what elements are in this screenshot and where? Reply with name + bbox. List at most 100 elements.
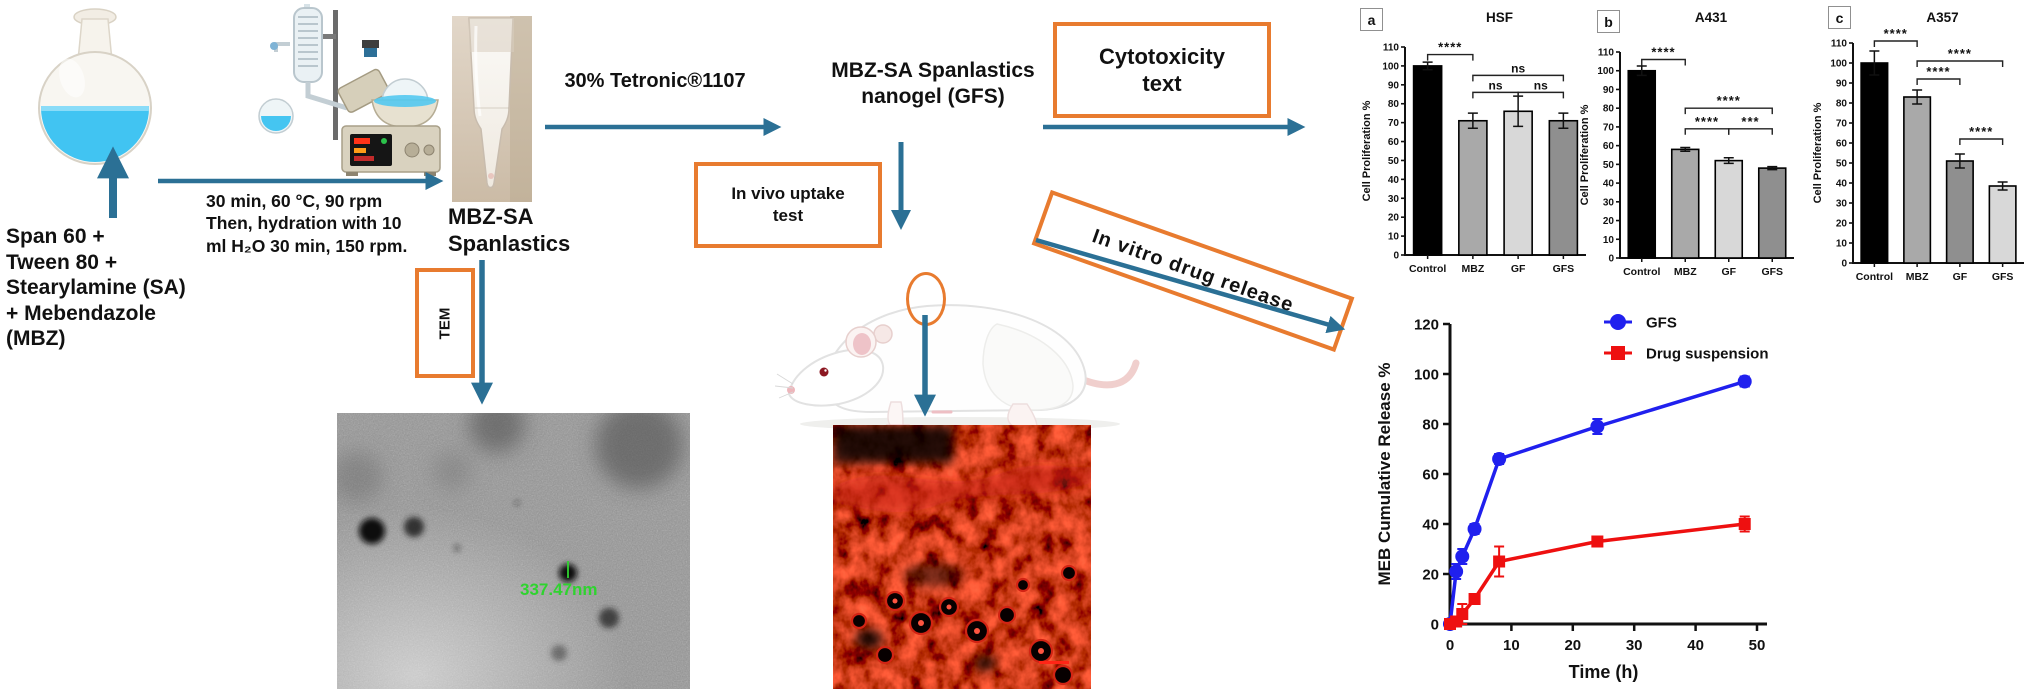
- panel-label-b: b: [1597, 10, 1620, 33]
- svg-text:0: 0: [1608, 254, 1614, 265]
- svg-text:HSF: HSF: [1486, 10, 1513, 25]
- svg-text:120: 120: [1414, 317, 1439, 334]
- svg-text:GFS: GFS: [1553, 263, 1575, 275]
- svg-text:GF: GF: [1953, 271, 1968, 283]
- svg-text:90: 90: [1836, 79, 1848, 90]
- svg-text:10: 10: [1603, 235, 1615, 246]
- rat-illustration: [775, 304, 1140, 431]
- reagents-label: Span 60 + Tween 80 + Stearylamine (SA) +…: [6, 225, 186, 351]
- svg-text:60: 60: [1603, 141, 1615, 152]
- flask-illustration: [38, 8, 152, 165]
- svg-text:Cell Proliferation %: Cell Proliferation %: [1579, 104, 1591, 205]
- svg-text:10: 10: [1388, 232, 1400, 243]
- svg-text:GF: GF: [1721, 266, 1736, 278]
- svg-text:20: 20: [1422, 567, 1439, 584]
- svg-text:ns: ns: [1511, 61, 1525, 75]
- spanlastics-label: MBZ-SA Spanlastics: [448, 204, 571, 256]
- process-conditions-label: 30 min, 60 °C, 90 rpm Then, hydration wi…: [206, 191, 408, 256]
- svg-text:GFS: GFS: [1761, 266, 1783, 278]
- fluorescence-micrograph: [833, 425, 1091, 689]
- svg-text:Control: Control: [1856, 271, 1893, 283]
- svg-text:MBZ: MBZ: [1906, 271, 1929, 283]
- svg-text:Cell Proliferation %: Cell Proliferation %: [1812, 102, 1824, 203]
- svg-text:60: 60: [1836, 139, 1848, 150]
- svg-text:MEB Cumulative Release %: MEB Cumulative Release %: [1375, 363, 1394, 586]
- svg-text:***: ***: [1741, 114, 1759, 129]
- svg-text:20: 20: [1564, 637, 1581, 654]
- svg-text:****: ****: [1651, 44, 1675, 59]
- svg-text:40: 40: [1687, 637, 1704, 654]
- svg-text:60: 60: [1422, 467, 1439, 484]
- svg-text:30: 30: [1603, 197, 1615, 208]
- svg-text:MBZ: MBZ: [1462, 263, 1485, 275]
- svg-text:****: ****: [1948, 46, 1972, 61]
- invivo-uptake-box: In vivo uptake test: [694, 162, 882, 248]
- svg-text:0: 0: [1446, 637, 1454, 654]
- svg-text:Drug suspension: Drug suspension: [1646, 346, 1769, 363]
- svg-text:ns: ns: [1488, 78, 1502, 92]
- svg-text:70: 70: [1388, 118, 1400, 129]
- svg-text:30: 30: [1836, 199, 1848, 210]
- svg-text:100: 100: [1830, 59, 1847, 70]
- svg-text:****: ****: [1969, 124, 1993, 139]
- injection-site-marker: [906, 272, 946, 326]
- svg-text:0: 0: [1431, 617, 1439, 634]
- svg-text:****: ****: [1926, 64, 1950, 79]
- svg-text:20: 20: [1603, 216, 1615, 227]
- svg-text:110: 110: [1598, 48, 1615, 59]
- tem-measurement-label: 337.47nm: [520, 580, 598, 599]
- svg-text:80: 80: [1388, 99, 1400, 110]
- svg-text:A431: A431: [1695, 10, 1728, 25]
- svg-text:50: 50: [1388, 156, 1400, 167]
- svg-text:20: 20: [1836, 219, 1848, 230]
- svg-text:Control: Control: [1623, 266, 1660, 278]
- svg-text:10: 10: [1503, 637, 1520, 654]
- svg-text:****: ****: [1695, 114, 1719, 129]
- svg-text:40: 40: [1603, 179, 1615, 190]
- svg-text:Time (h): Time (h): [1569, 662, 1639, 682]
- svg-text:****: ****: [1884, 26, 1908, 41]
- nanogel-label: MBZ-SA Spanlastics nanogel (GFS): [831, 59, 1035, 109]
- svg-text:GF: GF: [1511, 263, 1526, 275]
- svg-text:ns: ns: [1534, 78, 1548, 92]
- panel-label-a: a: [1360, 8, 1383, 31]
- svg-text:30: 30: [1626, 637, 1643, 654]
- svg-text:0: 0: [1841, 259, 1847, 270]
- svg-text:30: 30: [1388, 194, 1400, 205]
- tem-box-label: TEM: [436, 307, 454, 339]
- svg-text:80: 80: [1603, 104, 1615, 115]
- svg-text:70: 70: [1603, 122, 1615, 133]
- rotary-evaporator-illustration: [258, 4, 441, 176]
- svg-text:80: 80: [1422, 417, 1439, 434]
- svg-text:40: 40: [1836, 179, 1848, 190]
- tetronic-label: 30% Tetronic®1107: [564, 70, 746, 92]
- svg-text:110: 110: [1831, 39, 1848, 50]
- panel-label-c: c: [1828, 6, 1851, 29]
- svg-text:20: 20: [1388, 213, 1400, 224]
- svg-text:90: 90: [1388, 80, 1400, 91]
- svg-text:50: 50: [1603, 160, 1615, 171]
- svg-text:****: ****: [1717, 93, 1741, 108]
- svg-text:100: 100: [1414, 367, 1439, 384]
- svg-text:50: 50: [1749, 637, 1766, 654]
- svg-text:110: 110: [1383, 43, 1400, 54]
- tem-box: TEM: [415, 268, 475, 378]
- spanlastics-tube-photo: [452, 16, 532, 202]
- svg-text:40: 40: [1422, 517, 1439, 534]
- svg-text:****: ****: [1438, 40, 1462, 55]
- svg-text:100: 100: [1597, 66, 1614, 77]
- svg-text:100: 100: [1382, 61, 1399, 72]
- svg-text:GFS: GFS: [1646, 315, 1677, 332]
- svg-text:10: 10: [1836, 239, 1848, 250]
- svg-text:60: 60: [1388, 137, 1400, 148]
- scale-bar: [1039, 661, 1069, 664]
- svg-text:GFS: GFS: [1992, 271, 2014, 283]
- svg-text:Control: Control: [1409, 263, 1446, 275]
- svg-text:0: 0: [1393, 251, 1399, 262]
- svg-text:70: 70: [1836, 119, 1848, 130]
- svg-text:80: 80: [1836, 99, 1848, 110]
